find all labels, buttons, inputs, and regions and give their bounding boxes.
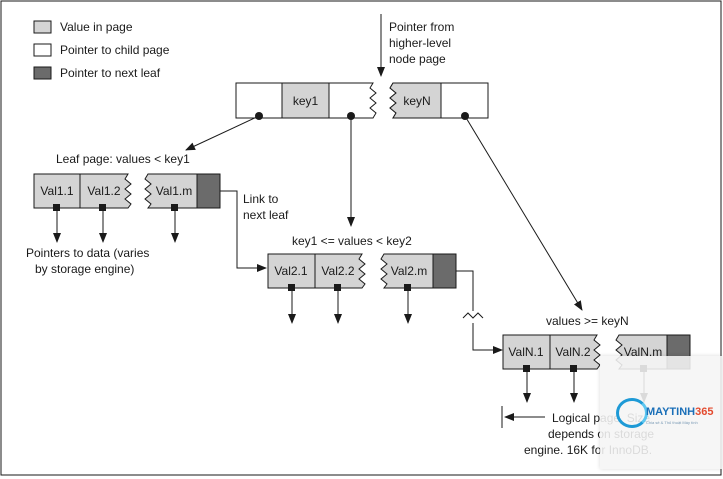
leaf-2-data-pointer-3: [404, 284, 411, 291]
brand-name-main: MAYTINH: [646, 406, 696, 418]
leaf-2-next-pointer-cell: [432, 253, 457, 289]
child-arrow-leaf-1: [185, 115, 260, 151]
watermark-overlay: MAYTINH365 Chia sẻ & Thủ thuật Máy tính: [600, 356, 722, 469]
leaf-1-val-m: Val1.m: [156, 184, 192, 198]
legend-item-pointer: Pointer to child page: [33, 43, 170, 57]
pointer-swatch: [33, 43, 52, 57]
leaf-2-val-2: Val2.2: [321, 264, 354, 278]
link-break-mark: [462, 312, 484, 319]
leaf-2-val-m: Val2.m: [391, 264, 427, 278]
leaf-2-data-pointer-2: [334, 284, 341, 291]
leaf-1-data-pointer-3: [171, 204, 178, 211]
next-leaf-link-1: [220, 190, 267, 272]
brand-tagline: Chia sẻ & Thủ thuật Máy tính: [646, 420, 698, 425]
link-note-line-1: Link to: [243, 192, 279, 206]
root-key1-cell: [281, 82, 330, 119]
leaf-1-pointers-note-line-1: Pointers to data (varies: [26, 246, 149, 260]
leaf-2-val-1: Val2.1: [274, 264, 307, 278]
leaf-1-val-1: Val1.1: [40, 184, 73, 198]
next-leaf-link-2-top: [456, 270, 474, 311]
legend-label-pointer: Pointer to child page: [60, 43, 170, 57]
leaf-n-data-pointer-1: [523, 365, 530, 372]
leaf-n-val-m: ValN.m: [624, 345, 662, 359]
leaf-1-data-pointer-2: [99, 204, 106, 211]
legend: Value in page Pointer to child page Poin…: [33, 20, 170, 80]
leaf-2-data-pointer-1: [288, 284, 295, 291]
brand-logo-icon: [616, 398, 648, 428]
next-leaf-link-2-bottom: [472, 323, 503, 354]
legend-item-next-leaf: Pointer to next leaf: [33, 66, 161, 80]
leaf-1-pointers-note-line-2: by storage engine): [35, 262, 134, 276]
child-arrow-leaf-n: [464, 115, 583, 311]
leaf-n-val-2: ValN.2: [555, 345, 590, 359]
brand-name-number: 365: [695, 406, 714, 418]
leaf-n-data-pointer-2: [570, 365, 577, 372]
leaf-2-left-segment: [267, 253, 366, 289]
link-note-line-2: next leaf: [243, 208, 289, 222]
leaf-n-caption: values >= keyN: [546, 314, 629, 328]
leaf-1-data-pointer-1: [53, 204, 60, 211]
root-keyN-cell: [389, 82, 442, 119]
root-node: Pointer from higher-level node page key1…: [235, 14, 489, 120]
leaf-n-val-1: ValN.1: [508, 345, 543, 359]
leaf-page-1: Leaf page: values < key1 Val1.1 Val1.2 V…: [26, 152, 289, 276]
leaf-1-val-2: Val1.2: [87, 184, 120, 198]
legend-item-value: Value in page: [33, 20, 133, 34]
leaf-page-2: key1 <= values < key2 Val2.1 Val2.2 Val2…: [267, 234, 457, 324]
leaf-1-left-segment: [33, 173, 132, 209]
leaf-2-caption: key1 <= values < key2: [292, 234, 412, 248]
root-key1-label: key1: [293, 94, 319, 108]
leaf-1-caption: Leaf page: values < key1: [56, 152, 190, 166]
legend-label-value: Value in page: [60, 20, 133, 34]
legend-label-next-leaf: Pointer to next leaf: [60, 66, 161, 80]
root-note-line-1: Pointer from: [389, 20, 454, 34]
root-keyN-label: keyN: [403, 94, 430, 108]
value-swatch: [33, 20, 52, 34]
brand-name: MAYTINH365: [646, 406, 713, 418]
leaf-1-next-pointer-cell: [196, 173, 221, 209]
root-note-line-2: higher-level: [389, 36, 451, 50]
root-note-line-3: node page: [389, 52, 446, 66]
next-leaf-swatch: [33, 66, 52, 80]
leaf-n-left-segment: [502, 334, 601, 370]
